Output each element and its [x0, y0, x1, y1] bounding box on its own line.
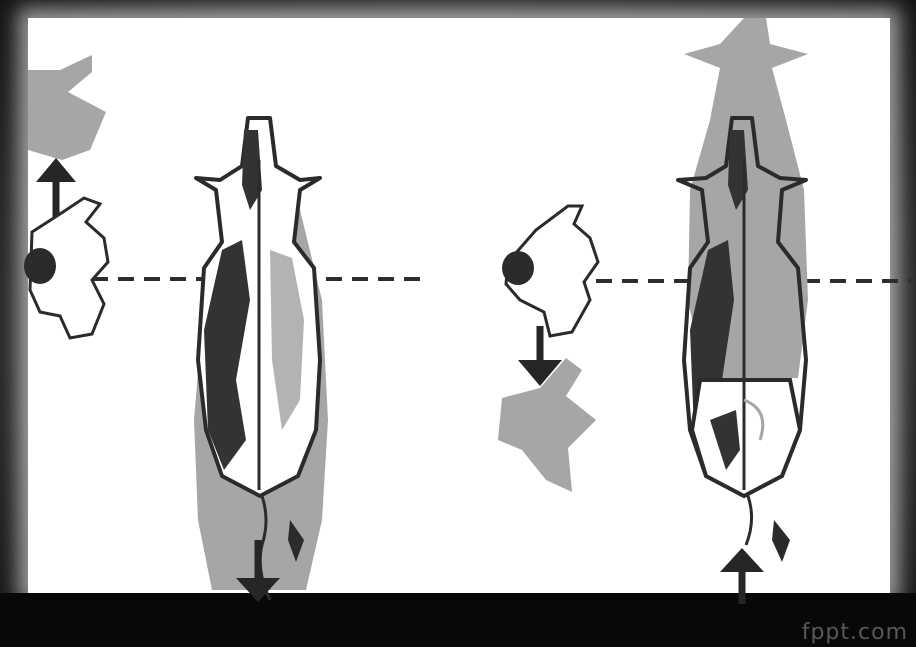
handler-left-icon	[24, 198, 108, 338]
ghost-handler-right-icon	[498, 358, 596, 492]
ghost-handler-left-icon	[28, 55, 106, 160]
arrow-up-cow-right-icon	[720, 548, 764, 604]
handler-right-icon	[502, 206, 598, 336]
watermark-text: fppt.com	[802, 620, 908, 645]
